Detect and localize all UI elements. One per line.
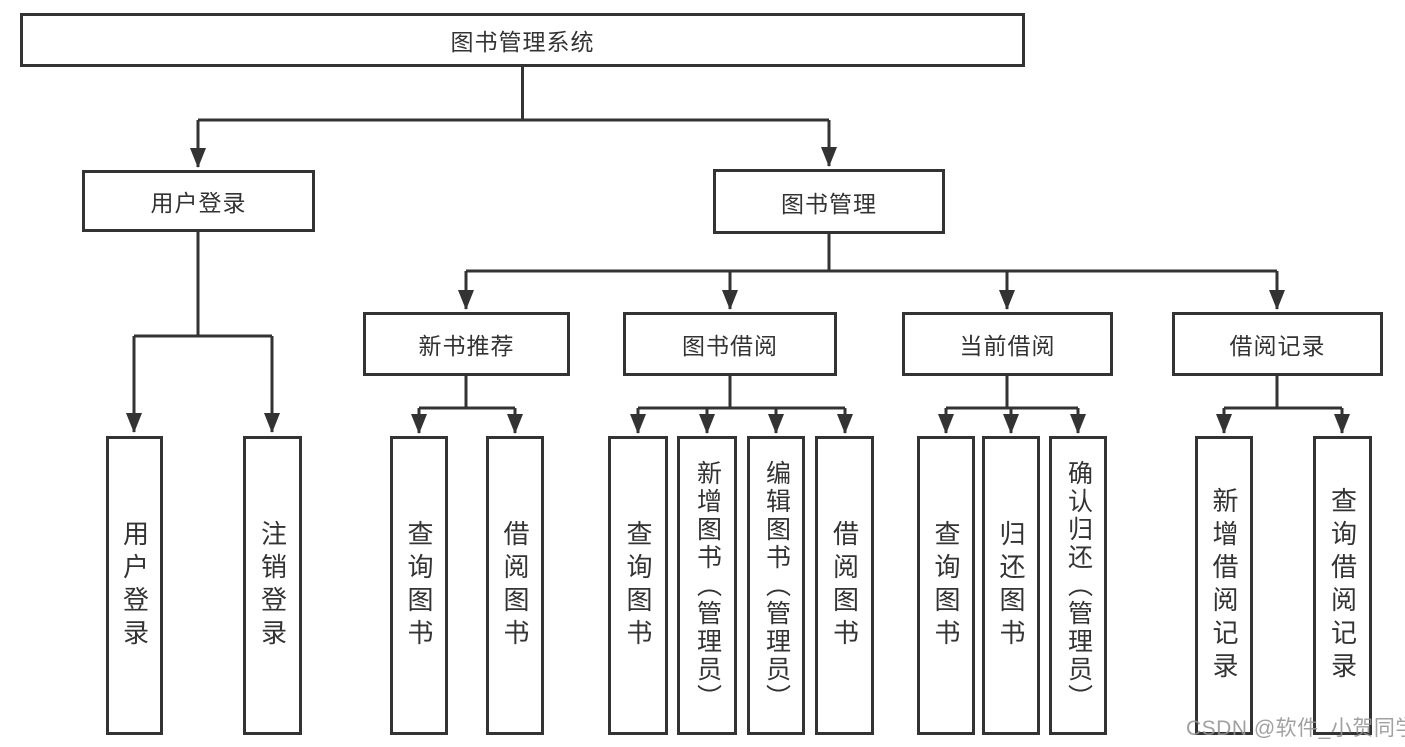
leaf-borrow-books: 借阅图书: [815, 436, 874, 735]
node-label: 借阅图书: [500, 519, 530, 652]
node-label: 查询图书: [404, 519, 434, 652]
node-label: 借阅图书: [829, 519, 860, 652]
node-label: 新增借阅记录: [1209, 486, 1239, 685]
node-book-borrowing: 图书借阅: [623, 312, 837, 376]
node-label: 用户登录: [150, 190, 247, 216]
leaf-return-books: 归还图书: [982, 436, 1040, 735]
node-book-management: 图书管理: [713, 169, 945, 234]
node-label: 图书管理系统: [450, 29, 595, 55]
node-label: 当前借阅: [959, 333, 1056, 359]
leaf-add-borrow-record: 新增借阅记录: [1195, 436, 1253, 735]
leaf-confirm-return-admin: 确认归还（管理员）: [1049, 436, 1107, 735]
node-label: 归还图书: [996, 519, 1026, 652]
leaf-query-books: 查询图书: [917, 436, 975, 735]
leaf-query-books: 查询图书: [608, 436, 668, 735]
node-label: 新书推荐: [418, 333, 515, 359]
node-borrowing-records: 借阅记录: [1172, 312, 1383, 376]
leaf-query-books: 查询图书: [390, 436, 448, 735]
node-label: 编辑图书（管理员）: [762, 459, 791, 712]
csdn-watermark: CSDN @软件_小贺同学: [1186, 717, 1405, 740]
leaf-logout: 注销登录: [243, 436, 302, 735]
node-label: 借阅记录: [1229, 333, 1326, 359]
node-label: 新增图书（管理员）: [693, 459, 722, 712]
node-label: 图书借阅: [682, 333, 778, 359]
leaf-query-borrow-record: 查询借阅记录: [1313, 436, 1372, 735]
node-label: 图书管理: [781, 190, 877, 217]
node-label: 查询图书: [931, 519, 961, 652]
node-label: 用户登录: [119, 519, 150, 652]
node-label: 注销登录: [257, 519, 288, 652]
node-label: 确认归还（管理员）: [1064, 459, 1093, 712]
leaf-user-login: 用户登录: [106, 436, 163, 735]
node-label: 查询借阅记录: [1327, 486, 1358, 685]
node-current-borrowing: 当前借阅: [902, 312, 1113, 376]
leaf-add-books-admin: 新增图书（管理员）: [677, 436, 737, 735]
leaf-edit-books-admin: 编辑图书（管理员）: [747, 436, 805, 735]
node-user-login: 用户登录: [82, 170, 315, 232]
leaf-borrow-books: 借阅图书: [486, 436, 544, 735]
node-new-book-recommend: 新书推荐: [363, 312, 570, 376]
node-label: 查询图书: [623, 519, 653, 652]
node-library-management-system: 图书管理系统: [20, 13, 1025, 67]
